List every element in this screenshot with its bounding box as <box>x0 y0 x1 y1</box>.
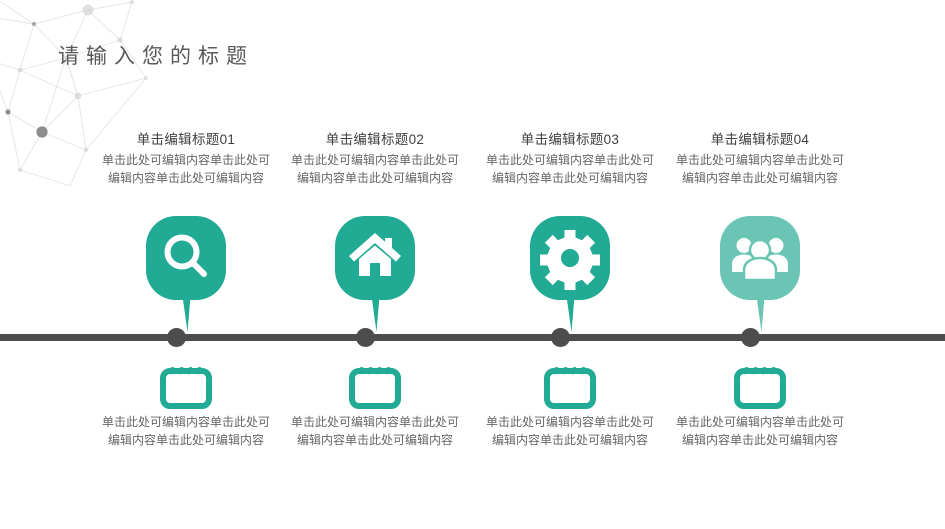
column-footer-text: 单击此处可编辑内容单击此处可编辑内容单击此处可编辑内容 <box>290 415 459 447</box>
timeline-column-3: 单击编辑标题03 单击此处可编辑内容单击此处可编辑内容单击此处可编辑内容 <box>472 0 668 529</box>
timeline-column-2: 单击编辑标题02 单击此处可编辑内容单击此处可编辑内容单击此处可编辑内容 <box>277 0 473 529</box>
page-title: 请输入您的标题 <box>58 45 254 68</box>
timeline-dot-3[interactable] <box>551 328 570 347</box>
people-icon <box>732 238 788 282</box>
pin-marker-1[interactable] <box>146 216 226 332</box>
timeline-dot-2[interactable] <box>356 328 375 347</box>
column-body-text: 单击此处可编辑内容单击此处可编辑内容单击此处可编辑内容 <box>485 153 654 185</box>
column-body-text: 单击此处可编辑内容单击此处可编辑内容单击此处可编辑内容 <box>101 153 270 185</box>
column-heading: 单击编辑标题03 <box>520 132 620 147</box>
timeline-column-1: 单击编辑标题01 单击此处可编辑内容单击此处可编辑内容单击此处可编辑内容 <box>88 0 284 529</box>
timeline-column-4: 单击编辑标题04 单击此处可编辑内容单击此处可编辑内容单击此处可编辑内容 <box>662 0 858 529</box>
gear-icon <box>540 230 600 290</box>
calendar-icon-3[interactable] <box>542 361 598 409</box>
column-footer-text: 单击此处可编辑内容单击此处可编辑内容单击此处可编辑内容 <box>101 415 270 447</box>
pin-marker-3[interactable] <box>530 216 610 332</box>
calendar-icon <box>734 367 786 409</box>
timeline-dot-4[interactable] <box>741 328 760 347</box>
calendar-icon-4[interactable] <box>732 361 788 409</box>
pin-marker-4[interactable] <box>720 216 800 332</box>
search-icon <box>164 234 207 277</box>
calendar-icon <box>544 367 596 409</box>
timeline-dot-1[interactable] <box>167 328 186 347</box>
calendar-icon-2[interactable] <box>347 361 403 409</box>
column-heading: 单击编辑标题01 <box>136 132 236 147</box>
pin-marker-2[interactable] <box>335 216 415 332</box>
column-footer-text: 单击此处可编辑内容单击此处可编辑内容单击此处可编辑内容 <box>485 415 654 447</box>
column-footer-text: 单击此处可编辑内容单击此处可编辑内容单击此处可编辑内容 <box>675 415 844 447</box>
column-body-text: 单击此处可编辑内容单击此处可编辑内容单击此处可编辑内容 <box>675 153 844 185</box>
column-heading: 单击编辑标题02 <box>325 132 425 147</box>
home-icon <box>349 233 401 276</box>
column-heading: 单击编辑标题04 <box>710 132 810 147</box>
timeline-bar <box>0 334 945 341</box>
column-body-text: 单击此处可编辑内容单击此处可编辑内容单击此处可编辑内容 <box>290 153 459 185</box>
calendar-icon <box>160 367 212 409</box>
calendar-icon-1[interactable] <box>158 361 214 409</box>
calendar-icon <box>349 367 401 409</box>
